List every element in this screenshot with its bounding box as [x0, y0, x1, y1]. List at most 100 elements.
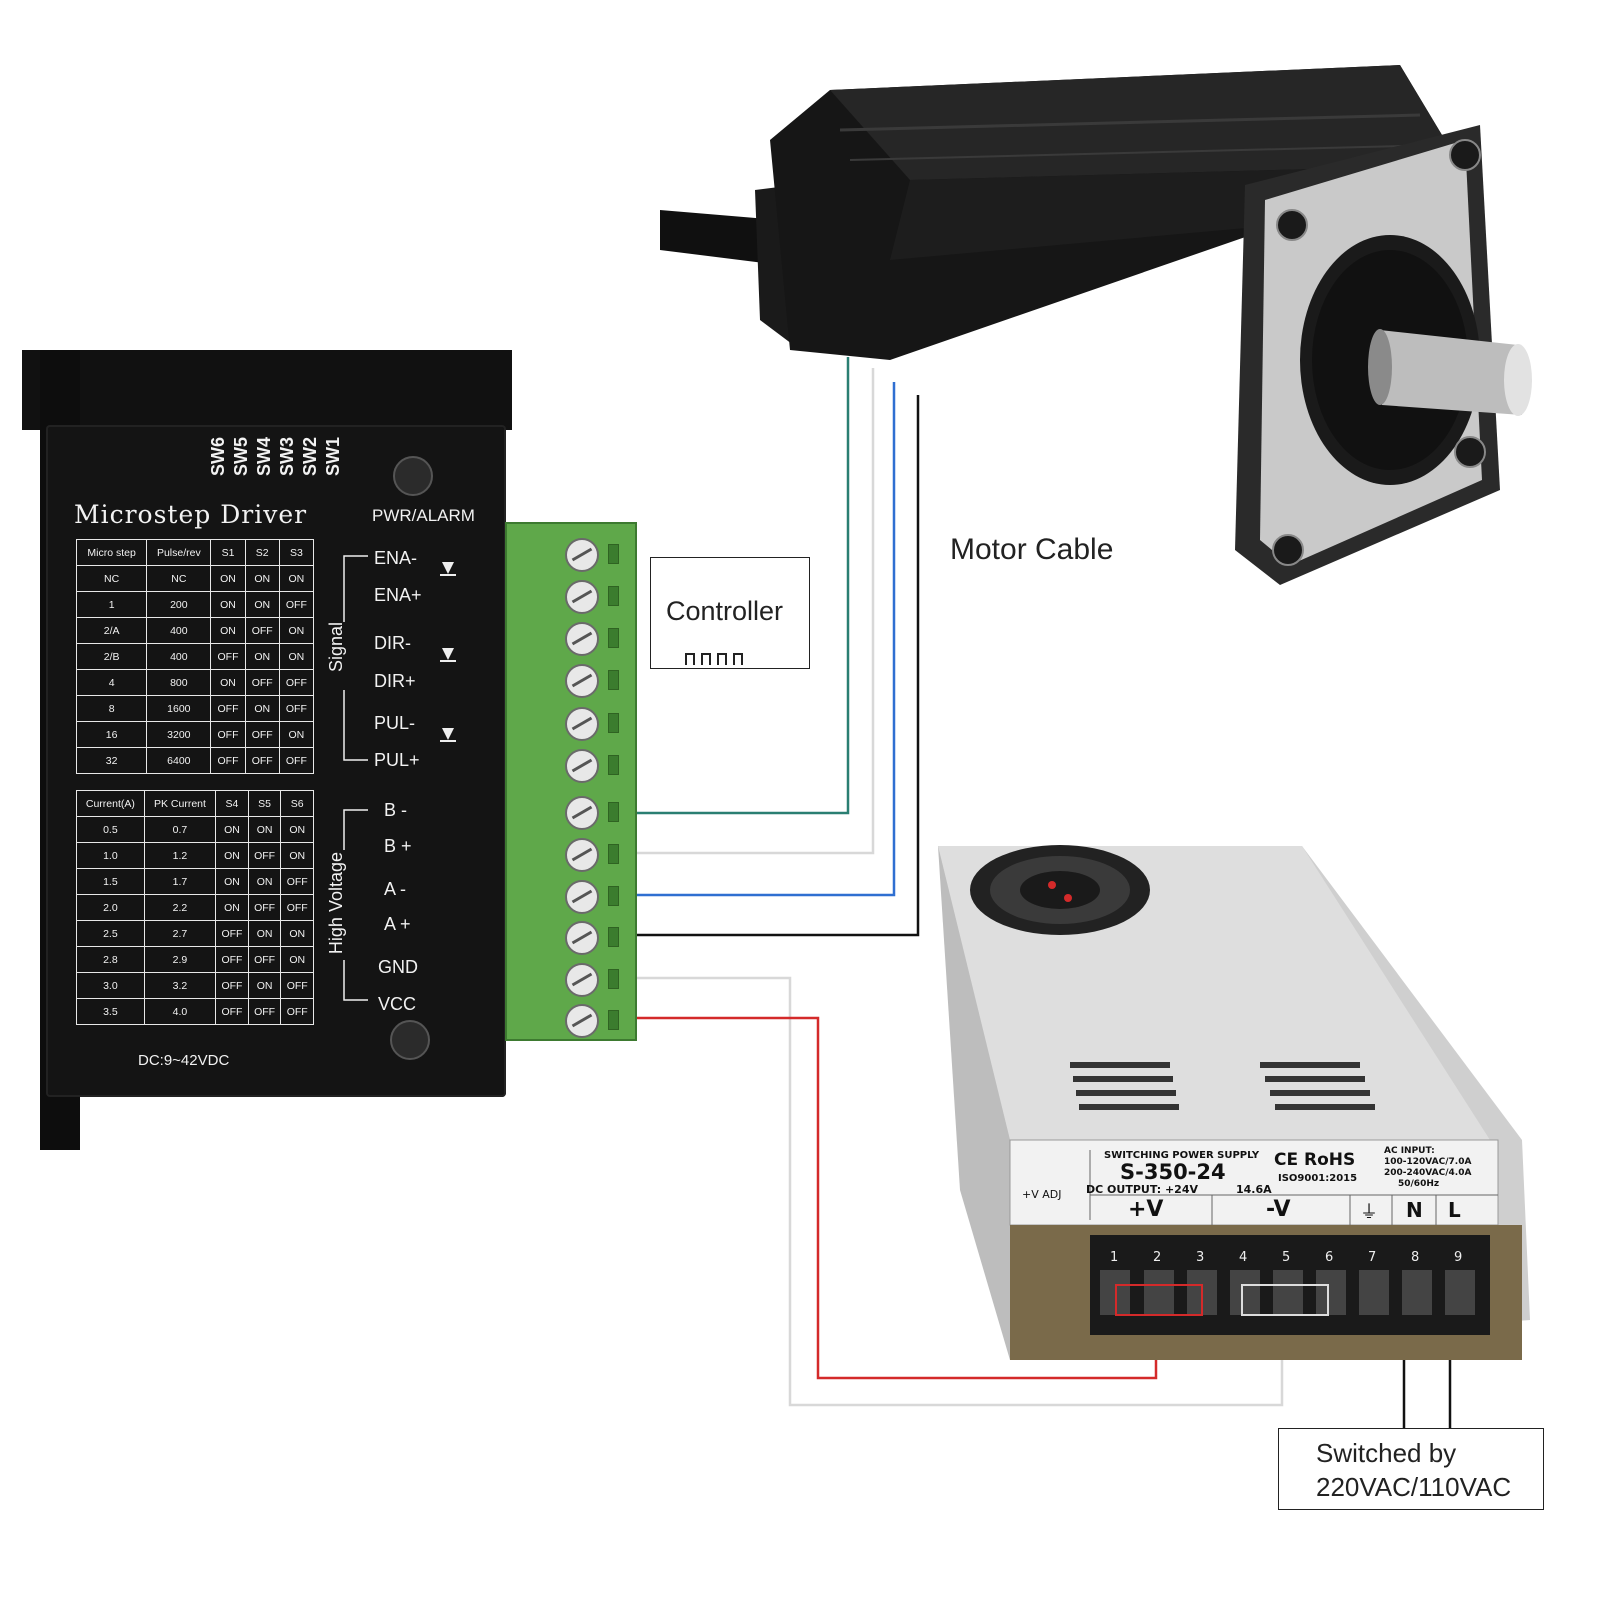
stepper-motor [660, 65, 1532, 585]
pin-dir-minus: DIR- [374, 633, 411, 653]
pin-dir-plus: DIR+ [374, 671, 416, 691]
table-cell: OFF [215, 920, 249, 947]
psu-l-label: L [1448, 1198, 1461, 1222]
table-cell: OFF [210, 643, 246, 670]
psu-terminal-number: 7 [1368, 1250, 1377, 1265]
switch-label-sw6: SW6 [208, 437, 228, 477]
wire-motor-blue [620, 382, 896, 897]
table-cell: 1.0 [76, 842, 145, 869]
psu-terminal-number: 6 [1325, 1250, 1334, 1265]
terminal-slot [608, 755, 619, 775]
psu-ac-input-1: 100-120VAC/7.0A [1384, 1157, 1472, 1167]
switch-label-sw5: SW5 [231, 437, 251, 477]
table-cell: ON [280, 920, 314, 947]
table-header-cell: Pulse/rev [146, 539, 212, 566]
ac-input-box [1278, 1428, 1544, 1510]
psu-model-label: S-350-24 [1120, 1160, 1226, 1184]
terminal-screw-icon [565, 664, 599, 698]
psu-terminal-number: 2 [1153, 1250, 1162, 1265]
table-cell: ON [280, 946, 314, 973]
wire-gnd [620, 976, 1284, 1407]
pin-pul-plus: PUL+ [374, 750, 420, 770]
pin-b-minus: B - [384, 800, 408, 820]
table-cell: OFF [247, 998, 282, 1025]
motor-shaft [1380, 330, 1522, 415]
table-cell: ON [215, 868, 249, 895]
terminal-screw-icon [565, 580, 599, 614]
table-cell: OFF [247, 842, 282, 869]
table-cell: ON [247, 868, 282, 895]
table-cell: ON [244, 591, 280, 618]
table-header-cell: Micro step [75, 539, 148, 566]
table-cell: ON [210, 591, 246, 618]
psu-terminal-number: 3 [1196, 1250, 1205, 1265]
ac-input-label: Switched by 220VAC/110VAC [1316, 1436, 1511, 1504]
table-header-cell: S6 [280, 790, 314, 817]
pin-b-plus: B + [384, 836, 412, 856]
table-cell: OFF [215, 998, 249, 1025]
table-cell: 1600 [146, 695, 212, 722]
table-cell: 0.7 [143, 816, 217, 843]
psu-ac-input-2: 200-240VAC/4.0A [1384, 1168, 1472, 1178]
table-cell: 3.0 [76, 972, 145, 999]
table-header-cell: S1 [210, 539, 246, 566]
terminal-slot [608, 969, 619, 989]
psu-current-label: 14.6A [1236, 1183, 1272, 1196]
terminal-screw-icon [565, 1004, 599, 1038]
table-cell: 8 [75, 695, 148, 722]
table-cell: OFF [247, 894, 282, 921]
switch-label-sw1: SW1 [323, 437, 343, 477]
table-cell: ON [247, 920, 282, 947]
motor-cable-label: Motor Cable [950, 533, 1114, 566]
switch-label-sw3: SW3 [277, 437, 297, 477]
table-cell: 2.8 [76, 946, 145, 973]
table-cell: ON [244, 643, 280, 670]
table-cell: OFF [280, 972, 314, 999]
table-cell: ON [215, 816, 249, 843]
table-cell: ON [210, 669, 246, 696]
terminal-screw-icon [565, 749, 599, 783]
table-cell: 1.5 [76, 868, 145, 895]
table-cell: 3.5 [76, 998, 145, 1025]
wire-motor-teal [620, 357, 850, 815]
table-cell: 4 [75, 669, 148, 696]
top-screw-icon [393, 456, 433, 496]
table-header-cell: Current(A) [76, 790, 145, 817]
psu-v-adj-label: +V ADJ [1022, 1188, 1062, 1201]
table-cell: ON [278, 721, 315, 748]
terminal-slot [608, 586, 619, 606]
table-cell: 1.7 [143, 868, 217, 895]
table-cell: 16 [75, 721, 148, 748]
table-cell: OFF [244, 669, 280, 696]
terminal-screw-icon [565, 538, 599, 572]
psu-n-label: N [1406, 1198, 1423, 1222]
table-cell: OFF [210, 721, 246, 748]
terminal-slot [608, 802, 619, 822]
table-cell: 0.5 [76, 816, 145, 843]
table-cell: ON [244, 565, 280, 592]
table-cell: 2/B [75, 643, 148, 670]
terminal-screw-icon [565, 921, 599, 955]
table-cell: ON [278, 643, 315, 670]
table-cell: OFF [280, 998, 314, 1025]
table-header-cell: S5 [247, 790, 282, 817]
pwr-alarm-label: PWR/ALARM [372, 506, 475, 525]
table-cell: OFF [244, 617, 280, 644]
pin-vcc: VCC [378, 994, 417, 1014]
table-cell: 400 [146, 643, 212, 670]
table-cell: NC [75, 565, 148, 592]
table-header-cell: PK Current [143, 790, 217, 817]
terminal-screw-icon [565, 707, 599, 741]
psu-iso-label: ISO9001:2015 [1278, 1173, 1358, 1184]
psu-ac-input-3: 50/60Hz [1398, 1179, 1440, 1189]
table-cell: OFF [244, 747, 280, 774]
driver-heatsink [22, 350, 512, 430]
pin-ena-minus: ENA- [374, 548, 418, 568]
